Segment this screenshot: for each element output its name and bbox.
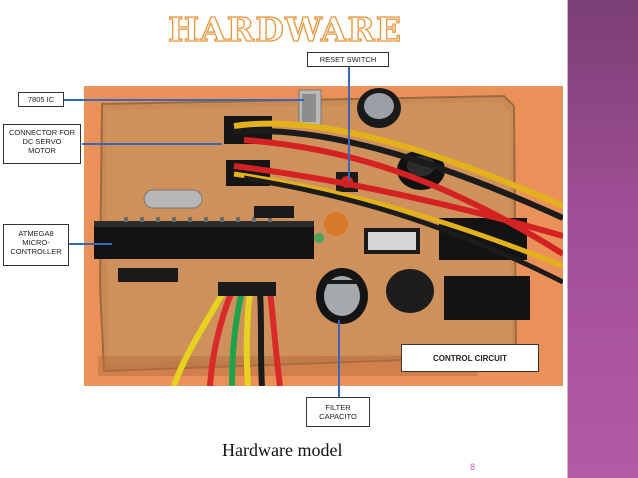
pointer-reset: [348, 66, 350, 181]
page-number: 8: [470, 462, 476, 472]
bridge-rectifier: [386, 269, 434, 313]
small-capacitor: [324, 212, 348, 236]
label-connector-servo: CONNECTOR FOR DC SERVO MOTOR: [3, 124, 81, 164]
pointer-atmega8: [68, 243, 112, 245]
label-7805-ic: 7805 IC: [18, 92, 64, 107]
atmega8-chip: [94, 221, 314, 259]
label-filter-capacitor: FILTER CAPACITO: [306, 397, 370, 427]
slide-caption: Hardware model: [222, 440, 343, 460]
slide-title: HARDWARE: [167, 9, 402, 49]
pointer-filter: [338, 320, 340, 398]
circuit-board-illustration: [84, 86, 563, 386]
label-reset-switch: RESET SWITCH: [307, 52, 389, 67]
pointer-7805: [62, 99, 304, 101]
decorative-sidebar: [567, 0, 638, 478]
pointer-servo: [82, 143, 222, 145]
ribbon-connector: [218, 282, 276, 296]
label-control-circuit: CONTROL CIRCUIT: [401, 344, 539, 372]
crystal: [143, 189, 203, 209]
hardware-photo: [84, 86, 563, 386]
dc-jack-bottom: [444, 276, 530, 320]
label-atmega8: ATMEGA8 MICRO-CONTROLLER: [3, 224, 69, 266]
